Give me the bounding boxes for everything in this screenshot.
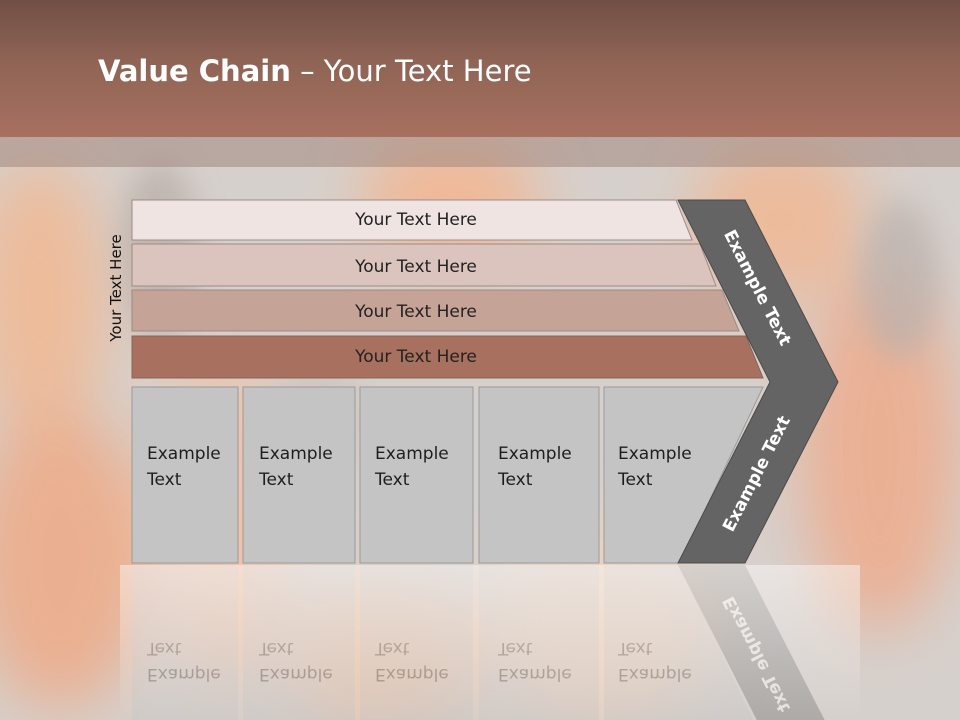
box-2-line1: Example xyxy=(259,444,333,464)
box-1-rect xyxy=(131,386,239,564)
box-1-line2: Text xyxy=(146,470,182,490)
row-1-label: Your Text Here xyxy=(354,210,477,230)
box-5: Example Text xyxy=(603,386,764,564)
box-1-line1: Example xyxy=(147,444,221,464)
box-5-line2: Text xyxy=(617,470,653,490)
row-4: Your Text Here xyxy=(131,335,764,379)
chevron-shape xyxy=(677,199,839,564)
row-4-label: Your Text Here xyxy=(354,347,477,367)
row-1: Your Text Here xyxy=(131,199,693,241)
box-3: Example Text xyxy=(359,386,474,564)
row-3-bar xyxy=(131,289,740,332)
row-1-bar xyxy=(131,199,693,241)
row-3-label: Your Text Here xyxy=(354,302,477,322)
slide-title-rest: – Your Text Here xyxy=(290,54,532,88)
box-1: Example Text xyxy=(131,386,239,564)
row-3: Your Text Here xyxy=(131,289,740,332)
reflection-fade xyxy=(120,565,860,720)
box-3-line2: Text xyxy=(374,470,410,490)
side-label: Your Text Here xyxy=(107,234,125,342)
box-4-line1: Example xyxy=(498,444,572,464)
box-4-line2: Text xyxy=(497,470,533,490)
row-2: Your Text Here xyxy=(131,243,717,287)
row-2-label: Your Text Here xyxy=(354,257,477,277)
box-4-rect xyxy=(478,386,600,564)
slide-title: Value Chain – Your Text Here xyxy=(98,54,532,88)
box-2-line2: Text xyxy=(258,470,294,490)
slide-title-bold: Value Chain xyxy=(98,54,291,88)
box-3-line1: Example xyxy=(375,444,449,464)
box-2: Example Text xyxy=(242,386,356,564)
title-bar xyxy=(0,0,960,137)
title-bar-shadow-band xyxy=(0,137,960,167)
box-4: Example Text xyxy=(478,386,600,564)
row-2-bar xyxy=(131,243,717,287)
box-5-line1: Example xyxy=(618,444,692,464)
row-4-bar xyxy=(131,335,764,379)
box-3-rect xyxy=(359,386,474,564)
box-2-rect xyxy=(242,386,356,564)
